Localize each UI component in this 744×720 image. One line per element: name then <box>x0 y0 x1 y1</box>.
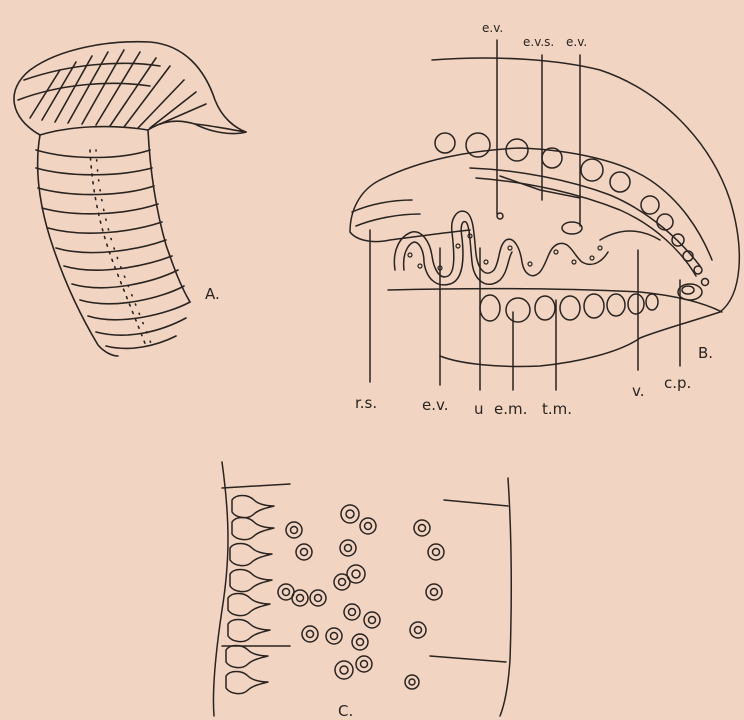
figure-b-bottom-label-3: u <box>474 400 484 418</box>
figure-b-bottom-label-1: r.s. <box>355 394 377 412</box>
figure-b-top-label-1: e.v. <box>482 21 503 35</box>
figure-a-label: A. <box>205 285 220 303</box>
figure-b-top-label-2: e.v.s. <box>523 35 554 49</box>
figure-b-top-label-3: e.v. <box>566 35 587 49</box>
figure-b-bottom-label-5: t.m. <box>542 400 572 418</box>
figure-b-bottom-label-6: v. <box>632 382 644 400</box>
figure-c-label: C. <box>338 702 353 720</box>
figure-b-label: B. <box>698 344 713 362</box>
figure-b-bottom-label-4: e.m. <box>494 400 527 418</box>
figure-b-bottom-label-2: e.v. <box>422 396 448 414</box>
figure-b-drawing <box>350 40 739 390</box>
figure-a-drawing <box>14 42 246 356</box>
figure-b-bottom-label-7: c.p. <box>664 374 691 392</box>
figure-c-drawing <box>213 462 511 716</box>
